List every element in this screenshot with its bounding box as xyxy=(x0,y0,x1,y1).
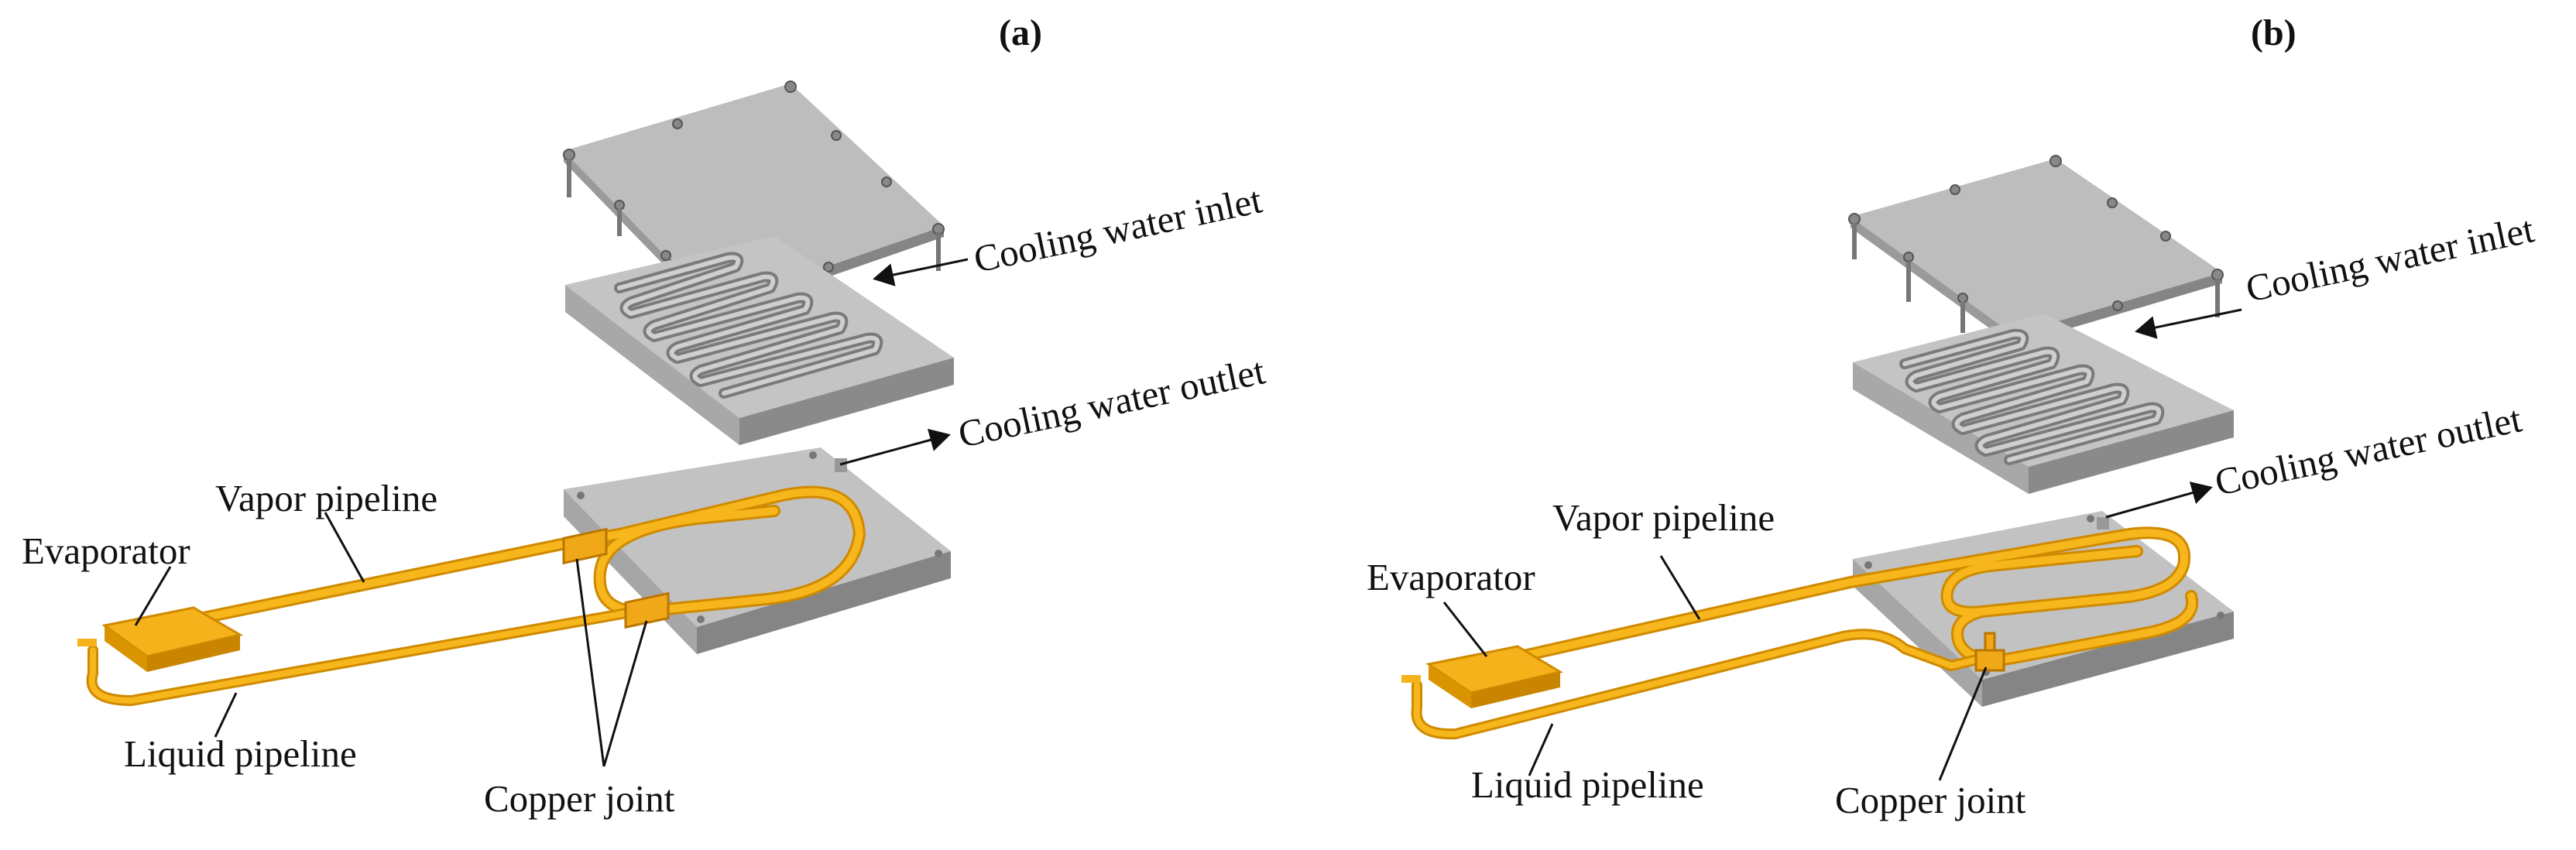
panel-a-leader-lines xyxy=(134,258,969,767)
panel-a-pipes xyxy=(86,485,866,706)
panel-b-channel-plate xyxy=(1853,314,2234,494)
panel-a-copper-joints xyxy=(562,527,670,629)
panel-b-liquid-pipeline-label: Liquid pipeline xyxy=(1471,763,1704,806)
panel-b-evaporator-label: Evaporator xyxy=(1367,556,1535,598)
panel-b-vapor-pipeline-label: Vapor pipeline xyxy=(1552,496,1775,539)
panel-b-copper-joint-label: Copper joint xyxy=(1835,779,2026,821)
panel-b-cooling-water-inlet-label: Cooling water inlet xyxy=(2242,207,2538,310)
panel-a-cooling-water-outlet-label: Cooling water outlet xyxy=(955,349,1269,456)
panel-b-cover-plate xyxy=(1848,155,2224,364)
panel-a-channel-plate xyxy=(565,236,954,445)
panel-b-cooling-water-outlet-label: Cooling water outlet xyxy=(2211,397,2526,504)
panel-a-cooling-water-inlet-label: Cooling water inlet xyxy=(970,178,1266,281)
panel-a-evaporator-label: Evaporator xyxy=(22,530,190,572)
panel-a-condenser-plate xyxy=(564,447,951,654)
panel-a: (a) xyxy=(22,12,1269,820)
panel-a-copper-joint-label: Copper joint xyxy=(484,777,675,820)
panel-a-vapor-pipeline-label: Vapor pipeline xyxy=(215,477,437,519)
panel-b-leader-lines xyxy=(1442,308,2242,781)
panel-b-copper-joint xyxy=(1974,632,2005,672)
panel-b: (b) xyxy=(1367,12,2538,821)
panel-b-evaporator xyxy=(1401,645,1563,708)
panel-a-liquid-pipeline-label: Liquid pipeline xyxy=(124,732,357,775)
panel-b-pipes xyxy=(1411,526,2199,740)
panel-b-label: (b) xyxy=(2251,12,2296,53)
panel-a-label: (a) xyxy=(999,12,1042,53)
